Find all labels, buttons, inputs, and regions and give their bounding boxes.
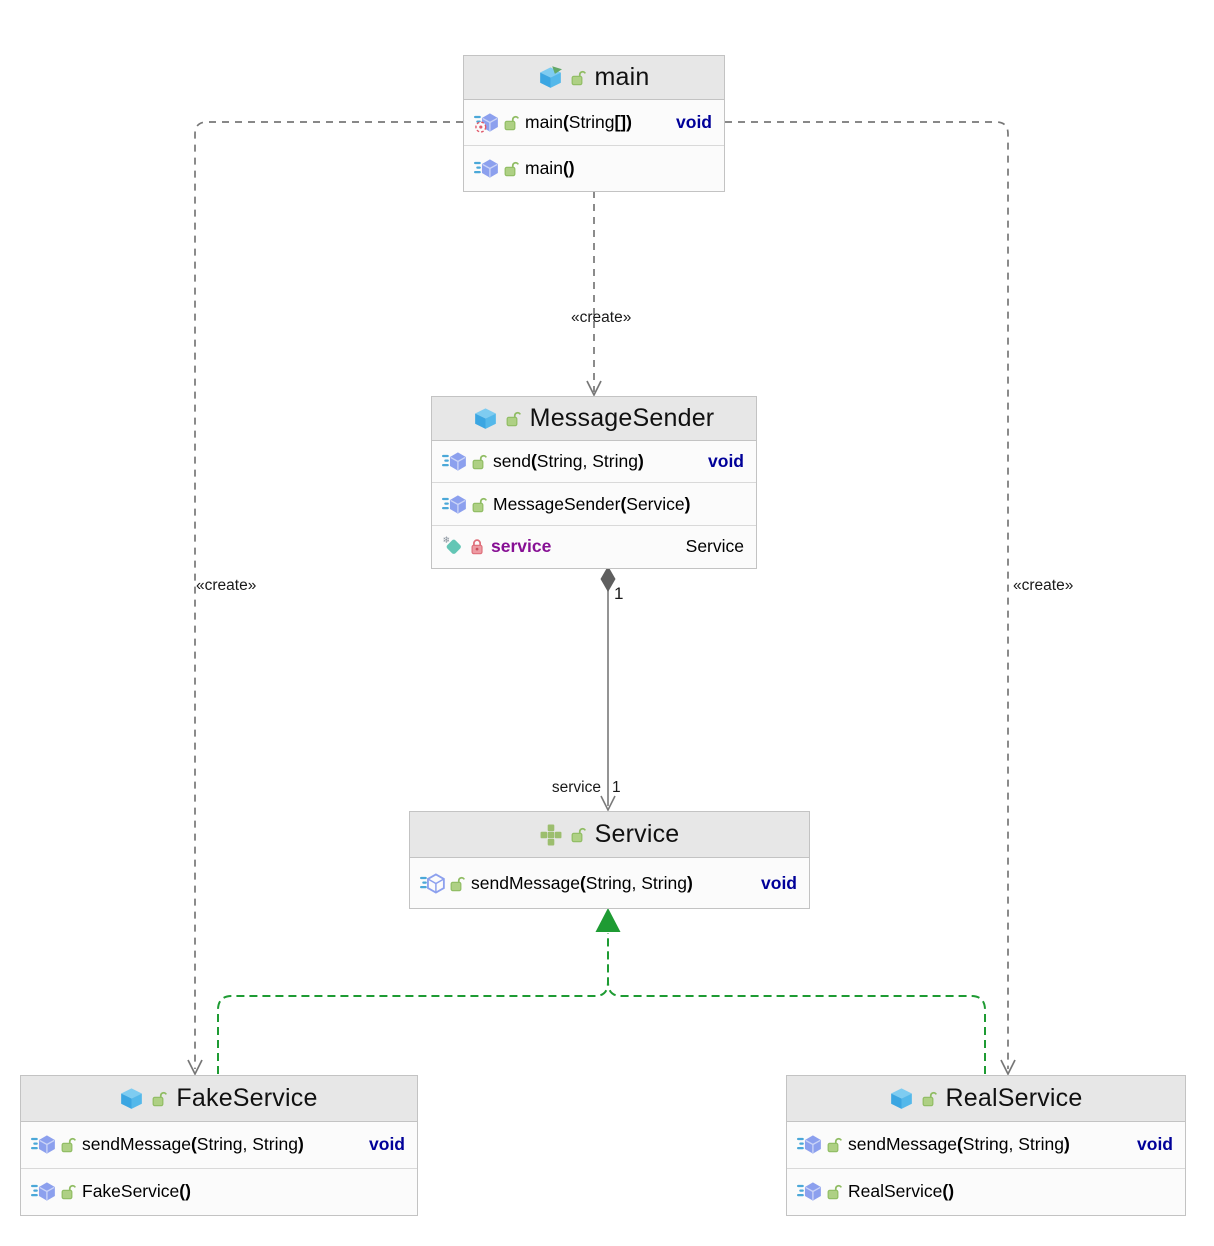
class-header[interactable]: Service	[410, 812, 809, 858]
lock-open-icon	[922, 1090, 937, 1107]
class-node-Service[interactable]: Service sendMessage(String, String) void	[409, 811, 810, 909]
method-signature: sendMessage(String, String)	[471, 872, 693, 893]
abstract-method-icon	[420, 872, 445, 894]
method-signature: main()	[525, 157, 575, 178]
return-type: void	[369, 1134, 405, 1155]
method-signature: MessageSender(Service)	[493, 493, 691, 514]
create-label-messagesender: «create»	[571, 309, 632, 326]
class-node-RealService[interactable]: RealService sendMessage(String, String) vo…	[786, 1075, 1186, 1216]
create-label-fakeservice: «create»	[196, 577, 257, 594]
field-name: service	[491, 536, 552, 557]
edge-realservice-implements-service[interactable]	[607, 933, 986, 1074]
class-header[interactable]: FakeService	[21, 1076, 417, 1122]
lock-open-icon	[827, 1136, 842, 1153]
lock-open-icon	[506, 410, 521, 427]
return-type: void	[1137, 1134, 1173, 1155]
aggregation-role-label: service	[551, 779, 601, 796]
edge-main-creates-messagesender[interactable]	[586, 191, 602, 397]
edge-fakeservice-implements-service[interactable]	[217, 933, 609, 1074]
method-row-FakeService[interactable]: FakeService()	[21, 1168, 417, 1215]
method-icon	[442, 451, 467, 472]
aggregation-source-multiplicity: 1	[614, 584, 624, 603]
method-row-sendMessage[interactable]: sendMessage(String, String) void	[410, 858, 809, 908]
aggregation-target-multiplicity: 1	[612, 779, 621, 796]
method-signature: main(String[])	[525, 111, 632, 132]
method-icon	[31, 1134, 56, 1155]
interface-icon	[540, 824, 562, 846]
lock-open-icon	[61, 1183, 76, 1200]
class-header[interactable]: main	[464, 56, 724, 100]
field-row-service[interactable]: ❄ service Service	[432, 525, 756, 569]
class-icon	[120, 1087, 143, 1110]
method-row-main[interactable]: main()	[464, 145, 724, 191]
return-type: void	[761, 872, 797, 893]
method-row-RealService[interactable]: RealService()	[787, 1168, 1185, 1215]
lock-open-icon	[827, 1183, 842, 1200]
class-title: Service	[594, 820, 680, 848]
runnable-class-icon	[539, 66, 562, 89]
class-header[interactable]: MessageSender	[432, 397, 756, 441]
lock-open-icon	[504, 160, 519, 177]
lock-open-icon	[571, 826, 586, 843]
method-signature: FakeService()	[82, 1181, 191, 1202]
class-title: FakeService	[176, 1084, 318, 1112]
lock-open-icon	[571, 69, 586, 86]
method-row-send[interactable]: send(String, String) void	[432, 441, 756, 484]
create-label-realservice: «create»	[1013, 577, 1074, 594]
class-node-FakeService[interactable]: FakeService sendMessage(String, String) vo…	[20, 1075, 418, 1216]
lock-open-icon	[152, 1090, 168, 1107]
method-icon	[31, 1181, 56, 1202]
lock-open-icon	[472, 496, 487, 513]
class-icon	[890, 1087, 913, 1110]
method-icon	[474, 158, 499, 179]
class-icon	[474, 407, 497, 430]
lock-open-icon	[504, 114, 519, 131]
lock-open-icon	[450, 875, 465, 892]
class-title: main	[594, 63, 650, 91]
lock-closed-icon	[470, 538, 485, 555]
class-title: RealService	[945, 1084, 1083, 1112]
field-type: Service	[685, 536, 744, 557]
svg-text:❄: ❄	[443, 536, 451, 547]
method-row-sendMessage[interactable]: sendMessage(String, String) void	[21, 1122, 417, 1169]
method-icon	[797, 1134, 822, 1155]
method-row-MessageSender[interactable]: MessageSender(Service)	[432, 483, 756, 526]
realization-arrowhead	[595, 908, 621, 932]
entry-method-icon	[474, 112, 499, 133]
method-signature: sendMessage(String, String)	[848, 1134, 1070, 1155]
final-field-icon: ❄	[442, 535, 465, 558]
lock-open-icon	[472, 453, 487, 470]
method-signature: RealService()	[848, 1181, 955, 1202]
edge-main-creates-realservice[interactable]	[725, 121, 1016, 1076]
class-title: MessageSender	[529, 404, 715, 432]
method-icon	[797, 1181, 822, 1202]
method-icon	[442, 494, 467, 515]
lock-open-icon	[61, 1136, 76, 1153]
method-row-main[interactable]: main(String[]) void	[464, 100, 724, 146]
edge-main-creates-fakeservice[interactable]	[187, 121, 463, 1076]
class-header[interactable]: RealService	[787, 1076, 1185, 1122]
method-signature: sendMessage(String, String)	[82, 1134, 304, 1155]
method-row-sendMessage[interactable]: sendMessage(String, String) void	[787, 1122, 1185, 1169]
return-type: void	[676, 111, 712, 132]
class-node-main[interactable]: main main(String[]) void main()	[463, 55, 725, 192]
method-signature: send(String, String)	[493, 451, 644, 472]
edge-messagesender-aggregates-service[interactable]	[600, 566, 616, 812]
return-type: void	[708, 451, 744, 472]
